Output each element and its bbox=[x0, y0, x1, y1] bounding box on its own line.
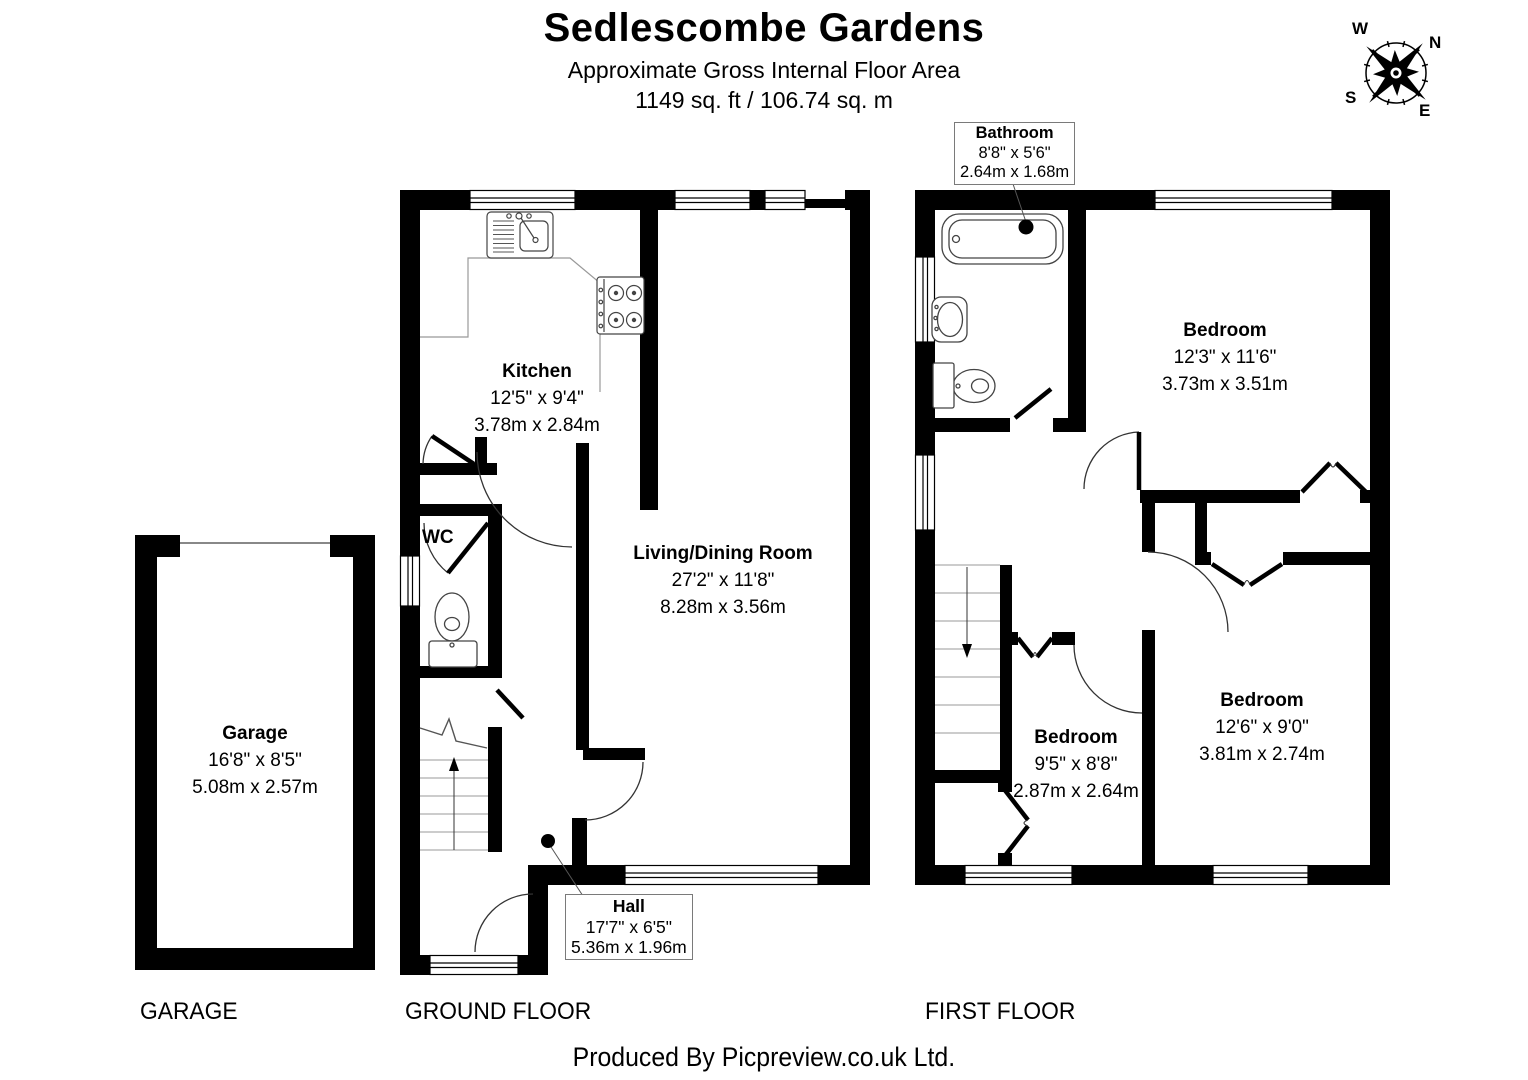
room-metric: 3.81m x 2.74m bbox=[1199, 744, 1325, 765]
garage-walls bbox=[135, 535, 375, 970]
room-imperial: 27'2" x 11'8" bbox=[671, 570, 775, 591]
window bbox=[914, 256, 936, 343]
window bbox=[624, 864, 819, 886]
toilet-icon bbox=[932, 362, 996, 409]
sink-icon bbox=[486, 211, 554, 259]
window bbox=[914, 454, 936, 531]
first-floor-walls bbox=[915, 190, 1390, 885]
wc-label: WC bbox=[422, 527, 454, 548]
footer-credit-text: Produced By Picpreview.co.uk Ltd. bbox=[572, 1042, 956, 1072]
room-imperial: 12'3" x 11'6" bbox=[1173, 347, 1277, 368]
page-subtitle: Approximate Gross Internal Floor Area bbox=[567, 57, 961, 83]
room-imperial: 9'5" x 8'8" bbox=[1034, 754, 1118, 775]
window bbox=[1154, 189, 1333, 211]
first-floor-caption: FIRST FLOOR bbox=[925, 998, 1076, 1025]
room-metric: 2.64m x 1.68m bbox=[960, 163, 1070, 181]
compass-icon bbox=[1363, 40, 1429, 106]
room-metric: 8.28m x 3.56m bbox=[660, 597, 786, 618]
footer-credit: Produced By Picpreview.co.uk Ltd. bbox=[0, 1042, 1528, 1073]
room-name: Bathroom bbox=[975, 124, 1054, 142]
room-name: Garage bbox=[222, 723, 288, 744]
compass-south-label: S bbox=[1345, 88, 1357, 107]
living-dining-label: Living/Dining Room 27'2" x 11'8" 8.28m x… bbox=[613, 540, 833, 621]
kitchen-label: Kitchen 12'5" x 9'4" 3.78m x 2.84m bbox=[427, 358, 647, 439]
room-imperial: 8'8" x 5'6" bbox=[978, 143, 1051, 162]
toilet-icon bbox=[428, 592, 478, 668]
bedroom-3-label: Bedroom 12'6" x 9'0" 3.81m x 2.74m bbox=[1152, 687, 1372, 768]
ground-floor-windows bbox=[399, 189, 819, 976]
room-metric: 5.36m x 1.96m bbox=[571, 937, 687, 957]
room-name: Kitchen bbox=[502, 361, 572, 382]
bathroom-label: Bathroom 8'8" x 5'6" 2.64m x 1.68m bbox=[954, 122, 1076, 185]
page-title: Sedlescombe Gardens bbox=[543, 6, 985, 50]
window bbox=[1212, 864, 1309, 886]
compass-west-label: W bbox=[1352, 19, 1369, 38]
stairs-up bbox=[419, 717, 488, 851]
bathtub-icon bbox=[941, 213, 1064, 265]
compass-north-label: N bbox=[1429, 33, 1442, 52]
basin-icon bbox=[931, 296, 968, 343]
ground-floor-plan bbox=[399, 189, 870, 976]
room-imperial: 12'6" x 9'0" bbox=[1215, 717, 1309, 738]
window bbox=[399, 555, 421, 607]
ground-floor-caption: GROUND FLOOR bbox=[405, 998, 592, 1025]
room-name: Hall bbox=[612, 896, 645, 916]
stove-icon bbox=[596, 276, 645, 335]
room-imperial: 12'5" x 9'4" bbox=[490, 388, 584, 409]
room-name: Bedroom bbox=[1034, 727, 1118, 748]
room-name: Living/Dining Room bbox=[633, 543, 813, 564]
compass-east-label: E bbox=[1419, 101, 1431, 120]
window bbox=[429, 954, 519, 976]
room-metric: 5.08m x 2.57m bbox=[192, 777, 318, 798]
first-floor-plan bbox=[914, 183, 1390, 886]
window bbox=[764, 189, 806, 211]
ground-floor-walls bbox=[400, 190, 870, 975]
room-imperial: 17'7" x 6'5" bbox=[585, 916, 672, 937]
window bbox=[674, 189, 751, 211]
room-name: Bedroom bbox=[1183, 320, 1267, 341]
garage-floor-caption: GARAGE bbox=[140, 998, 238, 1025]
window bbox=[469, 189, 576, 211]
bedroom-2-label: Bedroom 9'5" x 8'8" 2.87m x 2.64m bbox=[966, 724, 1186, 805]
room-imperial: 16'8" x 8'5" bbox=[208, 750, 302, 771]
room-metric: 2.87m x 2.64m bbox=[1013, 781, 1139, 802]
hall-label: Hall 17'7" x 6'5" 5.36m x 1.96m bbox=[565, 894, 693, 960]
first-floor-windows bbox=[914, 189, 1333, 886]
room-metric: 3.73m x 3.51m bbox=[1162, 374, 1288, 395]
ground-floor-doors bbox=[422, 434, 644, 953]
stairs-down bbox=[935, 564, 1000, 734]
floor-area-value: 1149 sq. ft / 106.74 sq. m bbox=[635, 87, 893, 113]
window bbox=[964, 864, 1073, 886]
bathroom-leader bbox=[1012, 183, 1034, 235]
hall-leader bbox=[541, 834, 584, 897]
room-name: Bedroom bbox=[1220, 690, 1304, 711]
garage-label: Garage 16'8" x 8'5" 5.08m x 2.57m bbox=[145, 720, 365, 801]
garage-plan bbox=[135, 535, 375, 970]
room-metric: 3.78m x 2.84m bbox=[474, 415, 600, 436]
first-floor-doors bbox=[1002, 387, 1368, 859]
bedroom-1-label: Bedroom 12'3" x 11'6" 3.73m x 3.51m bbox=[1115, 317, 1335, 398]
